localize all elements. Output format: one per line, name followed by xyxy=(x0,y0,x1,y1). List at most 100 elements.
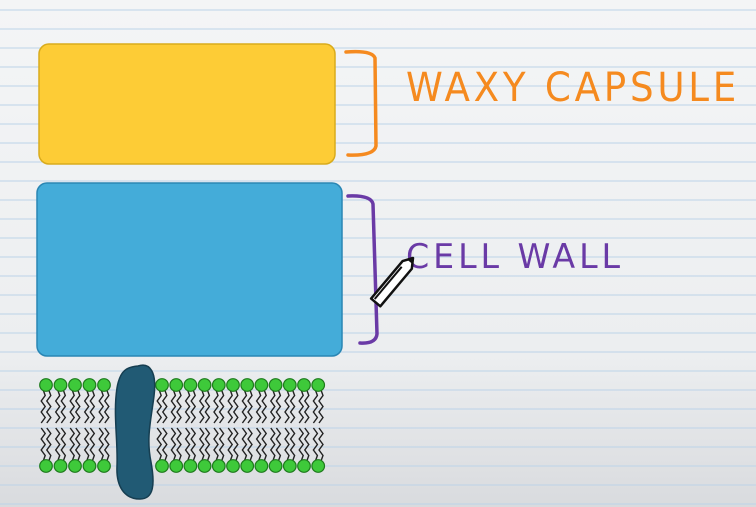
lipid-tail xyxy=(318,427,324,462)
lipid-tail xyxy=(247,427,253,462)
lipid-tail xyxy=(298,427,305,462)
lipid-tail xyxy=(318,389,324,424)
lipid-tail xyxy=(275,427,282,462)
lipid-tail xyxy=(161,389,168,424)
lipid-head xyxy=(155,378,169,392)
lipid-head xyxy=(311,378,326,392)
lipid-tail xyxy=(74,389,81,424)
wall-label: CELL WALL xyxy=(406,237,624,277)
lipid-head xyxy=(297,459,311,473)
lipid-tail xyxy=(261,389,268,424)
lipid-tail xyxy=(213,389,219,424)
lipid-tail xyxy=(255,389,262,424)
lipid-tail xyxy=(170,389,177,424)
lipid-tail xyxy=(269,389,276,424)
lipid-tail xyxy=(98,427,105,462)
lipid-tail xyxy=(232,427,239,462)
lipid-tail xyxy=(190,427,197,462)
lipid-head xyxy=(183,459,198,473)
lipid-tail xyxy=(303,427,310,462)
lipid-tail xyxy=(204,389,211,424)
lipid-tail xyxy=(298,389,305,424)
lipid-head xyxy=(53,459,68,473)
lipid-tail xyxy=(161,427,168,462)
lipid-tail xyxy=(89,427,96,462)
lipid-tail xyxy=(275,389,282,424)
lipid-tail xyxy=(198,427,205,462)
lipid-tail xyxy=(241,427,248,462)
lipid-tail xyxy=(312,427,319,462)
lipid-tail xyxy=(284,389,290,424)
lipid-tail xyxy=(83,427,90,462)
lipid-head xyxy=(211,378,226,392)
lipid-tail xyxy=(289,427,296,462)
lipid-tail xyxy=(247,389,253,424)
lipid-tail xyxy=(198,389,205,424)
lipid-tail xyxy=(284,427,290,462)
lipid-tail xyxy=(184,389,191,424)
membrane-protein xyxy=(114,364,156,500)
lipid-head xyxy=(97,378,111,392)
lipid-head xyxy=(240,378,255,392)
lipid-tail xyxy=(289,389,296,424)
wall-bracket xyxy=(346,194,379,345)
lipid-head xyxy=(97,459,111,473)
lipid-tail xyxy=(213,427,219,462)
lipid-head xyxy=(197,459,212,473)
capsule-bracket xyxy=(344,49,378,157)
lipid-tail xyxy=(45,427,52,462)
lipid-tail xyxy=(54,389,61,424)
lipid-tail xyxy=(227,427,234,462)
lipid-tail xyxy=(204,427,211,462)
lipid-tail xyxy=(303,389,310,424)
lipid-tail xyxy=(176,427,182,462)
lipid-head xyxy=(197,378,212,392)
lipid-tail xyxy=(218,389,225,424)
lipid-tail xyxy=(255,427,262,462)
lipid-tail xyxy=(312,389,319,424)
lipid-tail xyxy=(103,389,110,424)
lipid-head xyxy=(282,459,297,473)
lipid-tail xyxy=(60,389,67,424)
lipid-head xyxy=(53,378,68,392)
lipid-tail xyxy=(184,427,191,462)
lipid-tail xyxy=(241,389,248,424)
lipid-head xyxy=(268,459,283,473)
lipid-tail xyxy=(69,427,76,462)
lipid-tail xyxy=(261,427,268,462)
lipid-head xyxy=(254,459,269,473)
lipid-tail xyxy=(269,427,276,462)
lipid-tail xyxy=(45,389,52,424)
lipid-head xyxy=(311,459,326,473)
lipid-head xyxy=(183,378,198,392)
lipid-head xyxy=(226,459,240,473)
lipid-head xyxy=(169,459,184,473)
lipid-tail xyxy=(54,427,61,462)
lipid-tail xyxy=(40,389,47,424)
lipid-tail xyxy=(232,389,239,424)
lipid-tail xyxy=(170,427,177,462)
lipid-head xyxy=(240,459,255,473)
lipid-tail xyxy=(60,427,67,462)
lipid-head xyxy=(155,459,169,473)
pen-cursor-icon xyxy=(369,256,415,308)
lipid-tail xyxy=(98,389,105,424)
cell-wall-block xyxy=(36,182,343,357)
lipid-tail xyxy=(74,427,81,462)
lipid-head xyxy=(39,459,53,473)
lipid-head xyxy=(282,378,297,392)
lipid-tail xyxy=(103,427,110,462)
lipid-head xyxy=(169,378,184,392)
lipid-tail xyxy=(156,427,163,462)
lipid-tail xyxy=(156,389,163,424)
lipid-head xyxy=(254,378,269,392)
lipid-tail xyxy=(227,389,234,424)
lipid-tail xyxy=(176,389,182,424)
lipid-head xyxy=(211,459,226,473)
lipid-tail xyxy=(83,389,90,424)
waxy-capsule-block xyxy=(38,43,336,165)
lipid-head xyxy=(226,378,240,392)
lipid-tail xyxy=(40,427,47,462)
lipid-tail xyxy=(69,389,76,424)
